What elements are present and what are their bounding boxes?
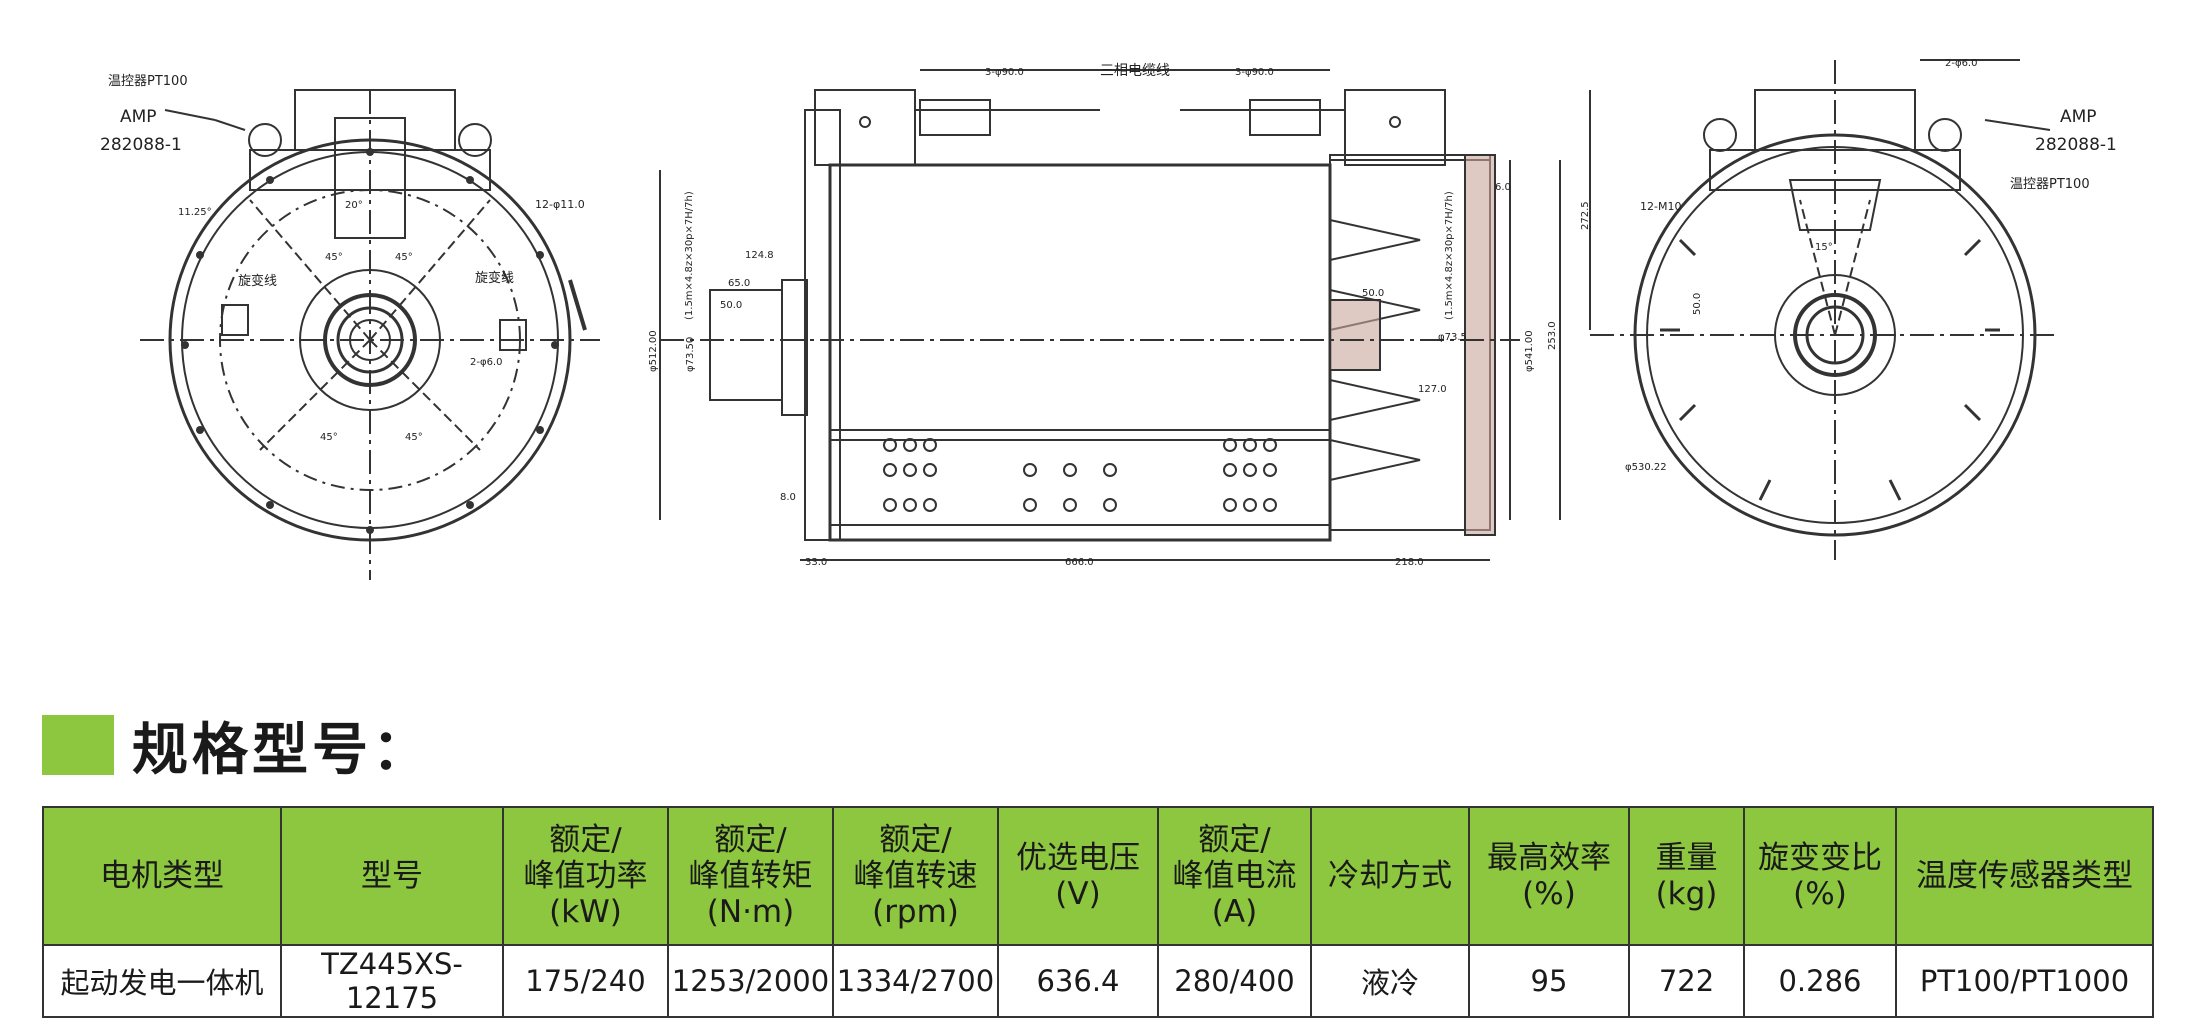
dim-width: 666.0 [1065, 557, 1094, 568]
header-cell: 冷却方式 [1310, 806, 1470, 946]
left-resolver-label-right: 旋变线 [475, 270, 514, 286]
cable-dim-left: 3-φ90.0 [985, 67, 1024, 78]
cell-power: 175/240 [502, 944, 669, 1018]
cell-temp-sensor: PT100/PT1000 [1895, 944, 2154, 1018]
cell-model: TZ445XS-12175 [280, 944, 504, 1018]
dim-d4: φ73.5 [1438, 332, 1467, 343]
section-title: 规格型号： [132, 717, 432, 783]
dim-d2: φ512.00 [648, 330, 659, 372]
left-end-view [140, 89, 600, 580]
spec-table: 电机类型 型号 额定/ 峰值功率 (kW) 额定/ 峰值转矩 (N·m) 额定/… [42, 806, 2154, 1018]
left-angle-c: 45° [320, 432, 338, 443]
dim-h: 253.0 [1547, 321, 1558, 350]
header-cell: 优选电压 (V) [997, 806, 1159, 946]
cell-cooling: 液冷 [1310, 944, 1470, 1018]
dim-r1: 50.0 [1362, 288, 1384, 299]
right-temp-sensor-label: 温控器PT100 [2010, 177, 2090, 192]
table-row: 起动发电一体机 TZ445XS-12175 175/240 1253/2000 … [42, 944, 2154, 1018]
left-hole-callout: 12-φ11.0 [535, 198, 585, 211]
left-angle-f: 11.25° [178, 207, 212, 218]
header-cell: 额定/ 峰值转矩 (N·m) [667, 806, 834, 946]
dim-shaft-2: 65.0 [728, 278, 750, 289]
left-resolver-label-left: 旋变线 [238, 273, 277, 289]
header-cell: 型号 [280, 806, 504, 946]
header-cell: 旋变变比 (%) [1743, 806, 1897, 946]
right-dim-c: φ530.22 [1625, 462, 1667, 473]
heading-color-block [42, 715, 114, 775]
left-hole-pair: 2-φ6.0 [470, 357, 502, 368]
dim-spline-left: (1.5m×4.8z×30p×7H/7h) [684, 191, 695, 320]
dim-shaft-3: 50.0 [720, 300, 742, 311]
cell-resolver-ratio: 0.286 [1743, 944, 1897, 1018]
spec-section-heading: 规格型号： [42, 705, 432, 785]
right-dim-side: 50.0 [1692, 293, 1703, 315]
dim-d3: φ541.00 [1524, 330, 1535, 372]
right-thread-label: 12-M10 [1640, 200, 1681, 213]
left-temp-sensor-label: 温控器PT100 [108, 74, 188, 89]
dim-r2: 127.0 [1418, 384, 1447, 395]
dim-spline-right: (1.5m×4.8z×30p×7H/7h) [1444, 191, 1455, 320]
right-connector-label: AMP [2060, 107, 2097, 127]
motor-technical-drawing: 温控器PT100 AMP 282088-1 旋变线 旋变线 12-φ11.0 4… [100, 58, 2117, 580]
dim-d1: φ73.50 [685, 337, 696, 372]
cell-weight: 722 [1628, 944, 1745, 1018]
dim-left: 33.0 [805, 557, 827, 568]
left-connector-part: 282088-1 [100, 135, 182, 155]
cell-efficiency: 95 [1468, 944, 1630, 1018]
right-dim-v: 272.5 [1580, 201, 1591, 230]
header-cell: 额定/ 峰值电流 (A) [1157, 806, 1312, 946]
table-header-row: 电机类型 型号 额定/ 峰值功率 (kW) 额定/ 峰值转矩 (N·m) 额定/… [42, 806, 2154, 946]
dim-shaft-1: 124.8 [745, 250, 774, 261]
right-angle-a: 15° [1815, 242, 1833, 253]
header-cell: 最高效率 (%) [1468, 806, 1630, 946]
cable-dim-right: 3-φ90.0 [1235, 67, 1274, 78]
cell-speed: 1334/2700 [832, 944, 999, 1018]
cell-current: 280/400 [1157, 944, 1312, 1018]
left-angle-d: 45° [405, 432, 423, 443]
dim-right: 218.0 [1395, 557, 1424, 568]
dim-flange: 6.0 [1495, 182, 1511, 193]
right-connector-part: 282088-1 [2035, 135, 2117, 155]
left-connector-label: AMP [120, 107, 157, 127]
side-view [659, 69, 1561, 561]
header-cell: 额定/ 峰值转速 (rpm) [832, 806, 999, 946]
header-cell: 电机类型 [42, 806, 282, 946]
left-angle-b: 45° [395, 252, 413, 263]
cell-motor-type: 起动发电一体机 [42, 944, 282, 1018]
right-top-dim: 2-φ6.0 [1945, 58, 1977, 69]
left-angle-a: 45° [325, 252, 343, 263]
cable-label: 三相电缆线 [1100, 63, 1170, 79]
dim-base: 8.0 [780, 492, 796, 503]
header-cell: 温度传感器类型 [1895, 806, 2154, 946]
right-end-view [1589, 59, 2060, 560]
header-cell: 额定/ 峰值功率 (kW) [502, 806, 669, 946]
cell-torque: 1253/2000 [667, 944, 834, 1018]
cell-voltage: 636.4 [997, 944, 1159, 1018]
header-cell: 重量 (kg) [1628, 806, 1745, 946]
left-angle-e: 20° [345, 200, 363, 211]
